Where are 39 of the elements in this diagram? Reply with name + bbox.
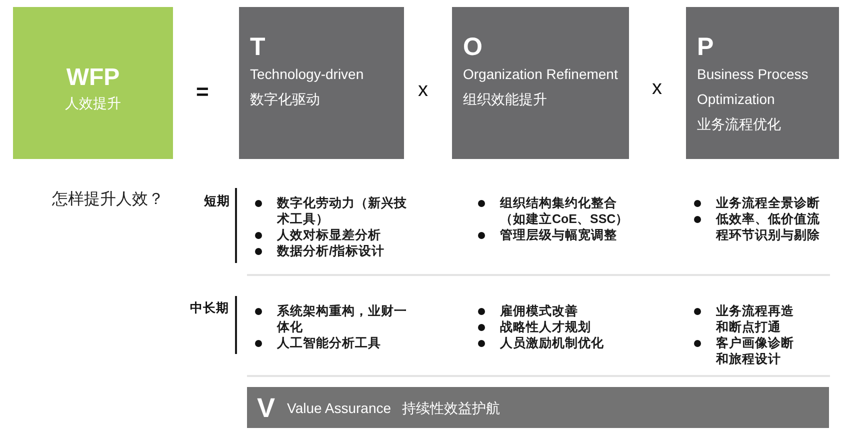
equals-sign: = xyxy=(196,80,209,104)
list-item: 管理层级与幅宽调整 xyxy=(500,227,617,243)
period-label: 短期 xyxy=(204,193,230,209)
factor-title: Business Process Optimization xyxy=(697,65,810,109)
period-label: 中长期 xyxy=(190,300,229,316)
factor-tile xyxy=(452,7,629,159)
list-item: 组织结构集约化整合（如建立CoE、SSC） xyxy=(500,195,630,227)
factor-title: Technology-driven xyxy=(250,65,364,84)
list-item: 人效对标显差分析 xyxy=(277,227,381,243)
list-item: 雇佣模式改善 xyxy=(500,303,578,319)
result-tile xyxy=(13,7,173,159)
list-item: 业务流程全景诊断 xyxy=(716,195,820,211)
list-item: 客户画像诊断和旅程设计 xyxy=(716,335,795,367)
factor-tile xyxy=(239,7,404,159)
multiply-sign: x xyxy=(418,79,428,101)
list-item: 人员激励机制优化 xyxy=(500,335,604,351)
banner-band xyxy=(247,387,829,428)
list-item: 数据分析/指标设计 xyxy=(277,243,384,259)
factor-subtitle: 组织效能提升 xyxy=(463,90,547,109)
factor-letter: P xyxy=(697,32,714,62)
factor-subtitle: 数字化驱动 xyxy=(250,90,320,109)
factor-letter: T xyxy=(250,32,266,62)
tile-heading: WFP xyxy=(66,64,120,92)
list-item: 系统架构重构，业财一体化 xyxy=(277,303,408,335)
band-title: Value Assurance xyxy=(287,398,392,418)
list-item: 人工智能分析工具 xyxy=(277,335,381,351)
factor-letter: O xyxy=(463,32,482,62)
question-heading: 怎样提升人效？ xyxy=(52,190,164,210)
multiply-sign: x xyxy=(652,77,662,99)
tile-subtitle: 人效提升 xyxy=(65,94,121,113)
factor-tile xyxy=(686,7,839,159)
list-item: 战略性人才规划 xyxy=(500,319,591,335)
list-item: 业务流程再造和断点打通 xyxy=(716,303,795,335)
list-item: 数字化劳动力（新兴技术工具） xyxy=(277,195,408,227)
band-letter: V xyxy=(257,392,276,424)
factor-title: Organization Refinement xyxy=(463,65,618,84)
list-item: 低效率、低价值流程环节识别与剔除 xyxy=(716,211,821,243)
factor-subtitle: 业务流程优化 xyxy=(697,115,781,134)
band-subtitle: 持续性效益护航 xyxy=(402,398,500,418)
